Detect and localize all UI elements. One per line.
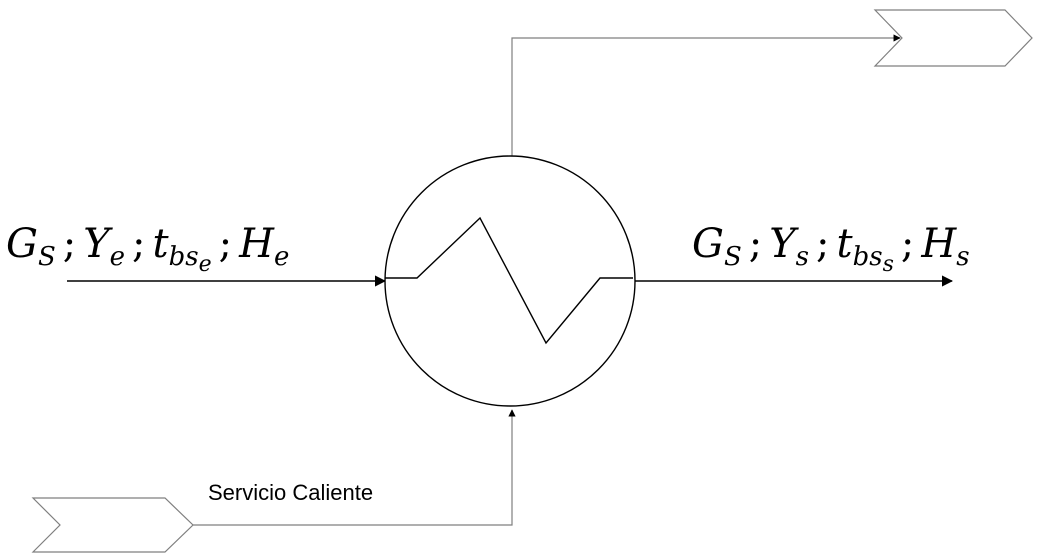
- inlet-y-subscript: e: [110, 242, 125, 272]
- outlet-h-subscript: s: [956, 242, 969, 272]
- outlet-t-subsubscript: s: [883, 252, 894, 277]
- inlet-stream-label: GS;Ye;tbse;He: [6, 221, 289, 277]
- outlet-h-symbol: H: [920, 221, 957, 267]
- inlet-separator-3: ;: [219, 221, 232, 267]
- inlet-t-symbol: t: [153, 221, 170, 267]
- inlet-gs-subscript: S: [38, 242, 56, 272]
- hot-service-label: Servicio Caliente: [208, 480, 373, 505]
- outlet-y-subscript: s: [796, 242, 809, 272]
- outlet-gs-subscript: S: [724, 242, 742, 272]
- heat-exchanger-body: [384, 155, 636, 407]
- utility-inlet-connector: [31, 497, 194, 553]
- inlet-y-symbol: Y: [83, 221, 113, 267]
- utility-inlet-line: [193, 409, 516, 526]
- outlet-separator-2: ;: [816, 221, 829, 267]
- inlet-h-subscript: e: [274, 242, 289, 272]
- inlet-h-symbol: H: [238, 221, 275, 267]
- outlet-t-subscript: bs: [853, 242, 883, 272]
- utility-outlet-connector: [873, 9, 1033, 67]
- inlet-t-subsubscript: e: [199, 252, 212, 277]
- inlet-t-subscript: bs: [169, 242, 199, 272]
- utility-outlet-line: [511, 34, 901, 158]
- outlet-separator-3: ;: [901, 221, 914, 267]
- outlet-stream-label: GS;Ys;tbss;Hs: [692, 221, 970, 277]
- outlet-gs-symbol: G: [692, 221, 724, 267]
- inlet-gs-symbol: G: [6, 221, 38, 267]
- outlet-y-symbol: Y: [769, 221, 799, 267]
- inlet-separator-1: ;: [63, 221, 76, 267]
- outlet-separator-1: ;: [749, 221, 762, 267]
- outlet-t-symbol: t: [836, 221, 853, 267]
- inlet-separator-2: ;: [132, 221, 145, 267]
- heat-exchanger-coil: [385, 216, 633, 345]
